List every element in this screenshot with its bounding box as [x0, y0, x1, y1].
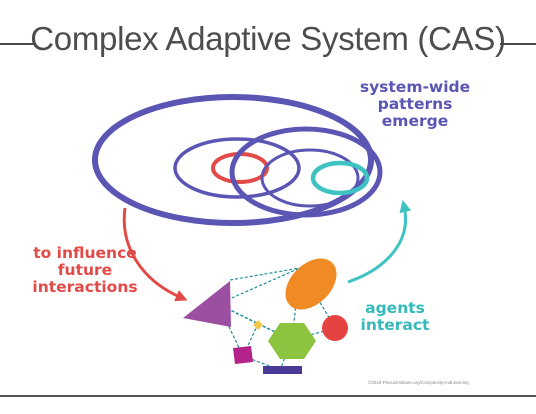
diagram-title: Complex Adaptive System (CAS): [30, 20, 506, 57]
label-patterns-emerge: system-wide patterns emerge: [359, 78, 471, 130]
label-agents-interact: agents interact: [360, 299, 430, 334]
title-rule-left: [0, 43, 36, 45]
pattern-rings: [92, 94, 383, 226]
agents: [183, 258, 348, 374]
agent-link: [217, 303, 293, 341]
bottom-rule: [0, 395, 536, 397]
agent-green-hexagon: [268, 323, 316, 359]
mid-ring-right: [260, 148, 360, 208]
copyright-notice: ©2019 PlexusInstitute.org/ComplexityAndL…: [368, 380, 469, 385]
agent-link: [242, 323, 259, 357]
outer-ring-left: [92, 94, 374, 226]
inner-ring-teal: [310, 160, 370, 196]
agent-purple-triangle: [183, 281, 231, 327]
title-bar: Complex Adaptive System (CAS): [0, 0, 536, 90]
agent-link: [229, 267, 301, 281]
agent-orange-oval: [285, 258, 337, 310]
influence-arrow: [122, 207, 188, 302]
agent-yellow-diamond: [253, 320, 263, 330]
label-influence: to influence future interactions: [32, 244, 138, 296]
agent-indigo-bar: [263, 366, 302, 374]
inner-ring-red: [211, 152, 269, 184]
agent-magenta-square: [233, 346, 253, 364]
interact-arrow: [347, 200, 412, 284]
title-rule-right: [500, 43, 536, 45]
outer-ring-right: [229, 126, 383, 218]
agent-red-circle: [322, 315, 348, 341]
mid-ring-left: [173, 137, 301, 199]
